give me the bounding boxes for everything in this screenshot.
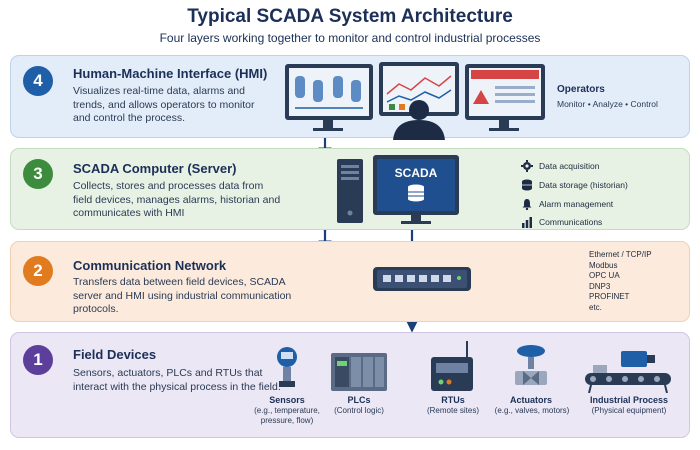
monitor-icon — [465, 64, 545, 131]
protocol-item: DNP3 — [589, 281, 611, 291]
sensor-icon — [277, 347, 297, 387]
hmi-layer-title: Human-Machine Interface (HMI) — [73, 66, 268, 81]
protocol-item: OPC UA — [589, 271, 620, 280]
network-switch-icon — [373, 267, 471, 291]
conveyor-process-icon — [585, 351, 671, 393]
hmi-workstation-illustration — [285, 62, 545, 140]
plc-icon — [331, 353, 387, 391]
feature-label: Alarm management — [539, 199, 614, 209]
scada-server-layer: 3 SCADA Computer (Server) Collects, stor… — [10, 148, 690, 230]
feature-alarm-management: Alarm management — [521, 198, 613, 210]
gear-icon — [521, 160, 533, 172]
operators-tasks: Monitor • Analyze • Control — [557, 99, 658, 109]
protocol-list: Ethernet / TCP/IP Modbus OPC UA DNP3 PRO… — [589, 250, 652, 313]
protocol-item: Modbus — [589, 260, 618, 270]
device-description: (Control logic) — [334, 406, 384, 415]
feature-label: Data acquisition — [539, 161, 600, 171]
scada-server-illustration: SCADA — [337, 155, 459, 224]
bell-icon — [522, 199, 532, 210]
device-name: Industrial Process — [589, 395, 669, 405]
monitor-icon: SCADA — [373, 155, 459, 224]
network-layer-title: Communication Network — [73, 258, 227, 273]
scada-layer-title: SCADA Computer (Server) — [73, 161, 237, 176]
layer-number-badge: 4 — [23, 66, 53, 96]
feature-label: Data storage (historian) — [539, 180, 628, 190]
hmi-layer-description: Visualizes real-time data, alarms and tr… — [73, 85, 255, 124]
device-description: (e.g., valves, motors) — [494, 406, 570, 415]
device-name: RTUs — [441, 395, 465, 405]
protocol-item: etc. — [589, 302, 602, 312]
device-description: (Remote sites) — [426, 406, 479, 415]
hmi-layer: 4 Human-Machine Interface (HMI) Visualiz… — [10, 55, 690, 140]
field-layer-description: Sensors, actuators, PLCs and RTUs that i… — [73, 367, 281, 393]
diagram-subtitle: Four layers working together to monitor … — [159, 31, 541, 45]
feature-data-acquisition: Data acquisition — [521, 160, 599, 172]
device-description: (e.g., temperature, pressure, flow) — [254, 406, 320, 425]
field-devices-layer: 1 Field Devices Sensors, actuators, PLCs… — [10, 332, 690, 438]
monitor-icon — [379, 62, 459, 116]
actuator-valve-icon — [515, 345, 547, 385]
rtu-icon — [431, 341, 473, 391]
scada-layer-description: Collects, stores and processes data from… — [73, 180, 281, 219]
database-icon — [522, 179, 532, 191]
scada-screen-label: SCADA — [395, 166, 438, 180]
protocol-item: PROFINET — [589, 292, 630, 301]
feature-label: Communications — [539, 217, 603, 227]
diagram-title: Typical SCADA System Architecture — [187, 6, 513, 27]
feature-data-storage: Data storage (historian) — [521, 179, 628, 191]
device-name: Sensors — [269, 395, 305, 405]
layer-number-badge: 1 — [23, 345, 53, 375]
monitor-icon — [285, 64, 373, 131]
bar-chart-icon — [522, 217, 532, 228]
protocol-item: Ethernet / TCP/IP — [589, 250, 652, 259]
device-name: PLCs — [347, 395, 371, 405]
device-description: (Physical equipment) — [591, 406, 667, 415]
layer-number-badge: 2 — [23, 256, 53, 286]
server-tower-icon — [337, 159, 363, 223]
network-layer-description: Transfers data between field devices, SC… — [73, 276, 292, 315]
field-layer-title: Field Devices — [73, 347, 157, 362]
device-name: Actuators — [509, 395, 552, 405]
communication-network-layer: 2 Communication Network Transfers data b… — [10, 241, 690, 322]
operators-label: Operators — [557, 84, 605, 95]
operator-icon — [393, 100, 445, 140]
feature-communications: Communications — [521, 216, 602, 228]
layer-number-badge: 3 — [23, 159, 53, 189]
